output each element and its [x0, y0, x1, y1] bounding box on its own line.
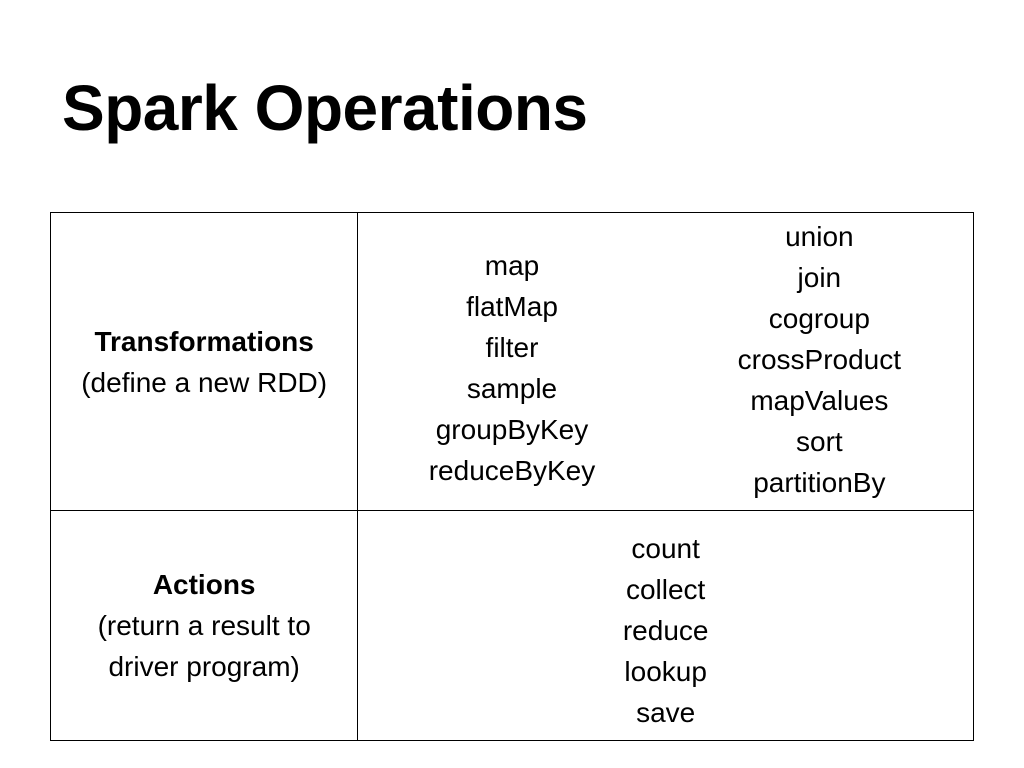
transformation-op: mapValues [750, 385, 889, 416]
transformations-row: Transformations (define a new RDD) map f… [49, 212, 974, 511]
transformation-op: crossProduct [737, 344, 902, 375]
transformations-ops-right-list: union join cogroup crossProduct mapValue… [666, 216, 973, 503]
transformation-op: groupByKey [435, 413, 589, 445]
transformation-op: union [785, 221, 854, 252]
slide-title: Spark Operations [62, 72, 588, 144]
action-op: collect [625, 574, 706, 605]
action-op: count [631, 533, 700, 564]
action-op: lookup [624, 656, 707, 687]
operations-table: Transformations (define a new RDD) map f… [49, 212, 974, 741]
action-op: reduce [622, 615, 709, 646]
action-op: save [636, 697, 696, 728]
transformations-ops-columns: map flatMap filter sample groupByKey red… [358, 213, 973, 510]
transformations-ops-cell: map flatMap filter sample groupByKey red… [357, 212, 974, 511]
transformation-op: filter [485, 331, 539, 363]
actions-description-line1: (return a result to [97, 610, 311, 641]
transformation-op: reduceByKey [428, 454, 596, 486]
actions-label-cell: Actions (return a result to driver progr… [49, 510, 359, 741]
transformation-op: cogroup [768, 303, 870, 334]
transformation-op: map [484, 249, 540, 281]
actions-description-line2: driver program) [108, 651, 300, 682]
actions-ops-list: count collect reduce lookup save [358, 518, 973, 733]
actions-heading: Actions [152, 569, 256, 600]
transformations-label-cell: Transformations (define a new RDD) [49, 212, 359, 511]
transformation-op: partitionBy [753, 467, 886, 498]
transformation-op: join [797, 262, 842, 293]
transformation-op: sort [796, 426, 843, 457]
transformation-op: sample [466, 372, 558, 404]
actions-ops-cell: count collect reduce lookup save [357, 510, 974, 741]
transformations-heading: Transformations [94, 325, 314, 357]
transformations-ops-left-list: map flatMap filter sample groupByKey red… [358, 233, 665, 491]
actions-row: Actions (return a result to driver progr… [49, 510, 974, 741]
transformations-description: (define a new RDD) [81, 366, 328, 398]
transformation-op: flatMap [466, 290, 558, 322]
